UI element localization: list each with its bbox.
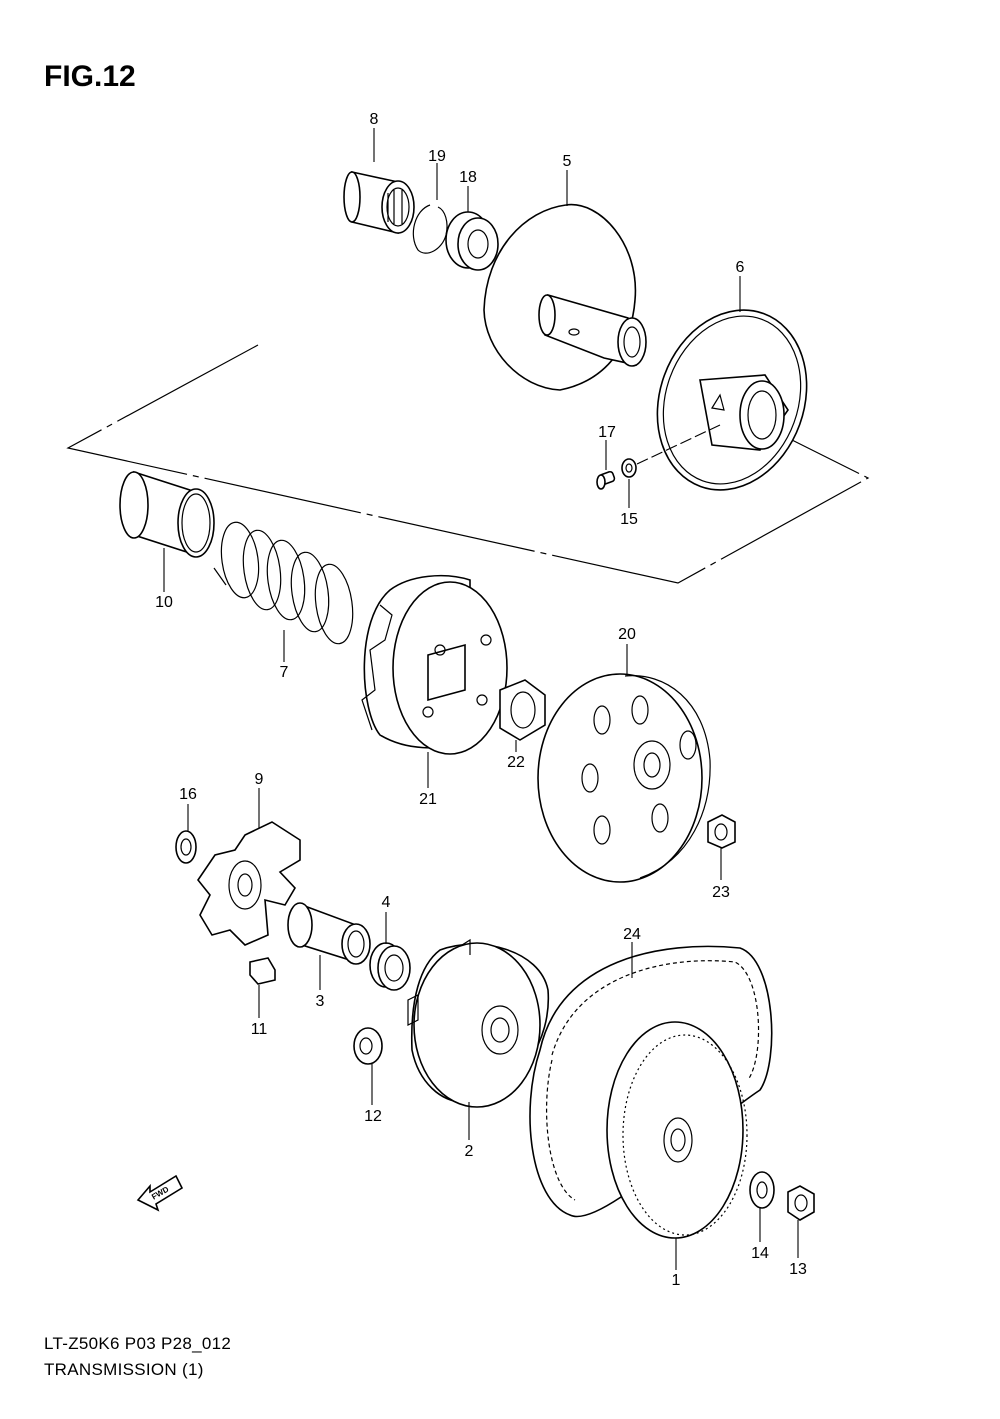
- callout-8: 8: [370, 111, 379, 128]
- part-16-washer: [175, 830, 197, 864]
- part-12-roller-weight: [353, 1027, 383, 1065]
- part-21-clutch-shoe: [361, 574, 508, 755]
- part-22-nut: [499, 679, 546, 741]
- callout-21: 21: [419, 791, 437, 808]
- part-15-washer: [621, 458, 637, 478]
- part-2-movable-drive-face: [407, 938, 550, 1108]
- part-5-driven-face: [483, 203, 647, 391]
- callout-numbers: 1 2 3 4 5 6 7 8 9 10 11 12 13 14 15 16 1…: [155, 111, 807, 1289]
- callout-17: 17: [598, 424, 616, 441]
- part-3-collar: [287, 902, 371, 965]
- callout-7: 7: [280, 664, 289, 681]
- part-11-slider: [249, 957, 276, 985]
- part-13-nut: [787, 1185, 815, 1221]
- part-10-spacer: [119, 470, 215, 558]
- part-20-clutch-housing: [537, 673, 711, 883]
- callout-12: 12: [364, 1108, 382, 1125]
- callout-20: 20: [618, 626, 636, 643]
- leader-lines: [163, 128, 799, 1270]
- part-1-driven-gear: [606, 1021, 748, 1239]
- fwd-arrow-icon: FWD: [136, 1174, 184, 1212]
- footer-diagram-name: TRANSMISSION (1): [44, 1360, 204, 1379]
- callout-19: 19: [428, 148, 446, 165]
- callout-2: 2: [465, 1143, 474, 1160]
- callout-13: 13: [789, 1261, 807, 1278]
- callout-3: 3: [316, 993, 325, 1010]
- callout-14: 14: [751, 1245, 769, 1262]
- callout-15: 15: [620, 511, 638, 528]
- part-19-circlip: [412, 204, 448, 254]
- part-18-ball-bearing: [445, 211, 499, 271]
- part-17-pin: [596, 470, 616, 490]
- callout-16: 16: [179, 786, 197, 803]
- assembly-outline: [66, 344, 870, 584]
- callout-4: 4: [382, 894, 391, 911]
- part-8-needle-bearing: [343, 171, 415, 235]
- callout-24: 24: [623, 926, 641, 943]
- part-23-flange-nut: [707, 814, 736, 849]
- part-9-ramp-plate: [197, 821, 301, 946]
- part-6-sliding-face: [656, 309, 808, 491]
- callout-23: 23: [712, 884, 730, 901]
- callout-6: 6: [736, 259, 745, 276]
- part-4-bushing: [369, 942, 411, 991]
- callout-10: 10: [155, 594, 173, 611]
- callout-5: 5: [563, 153, 572, 170]
- footer-diagram-code: LT-Z50K6 P03 P28_012: [44, 1334, 232, 1353]
- callout-1: 1: [672, 1272, 681, 1289]
- part-7-spring: [213, 521, 354, 645]
- figure-title: FIG.12: [44, 60, 136, 93]
- callout-11: 11: [251, 1021, 268, 1038]
- callout-18: 18: [459, 169, 477, 186]
- callout-22: 22: [507, 754, 525, 771]
- callout-9: 9: [255, 771, 264, 788]
- part-14-washer: [749, 1171, 775, 1209]
